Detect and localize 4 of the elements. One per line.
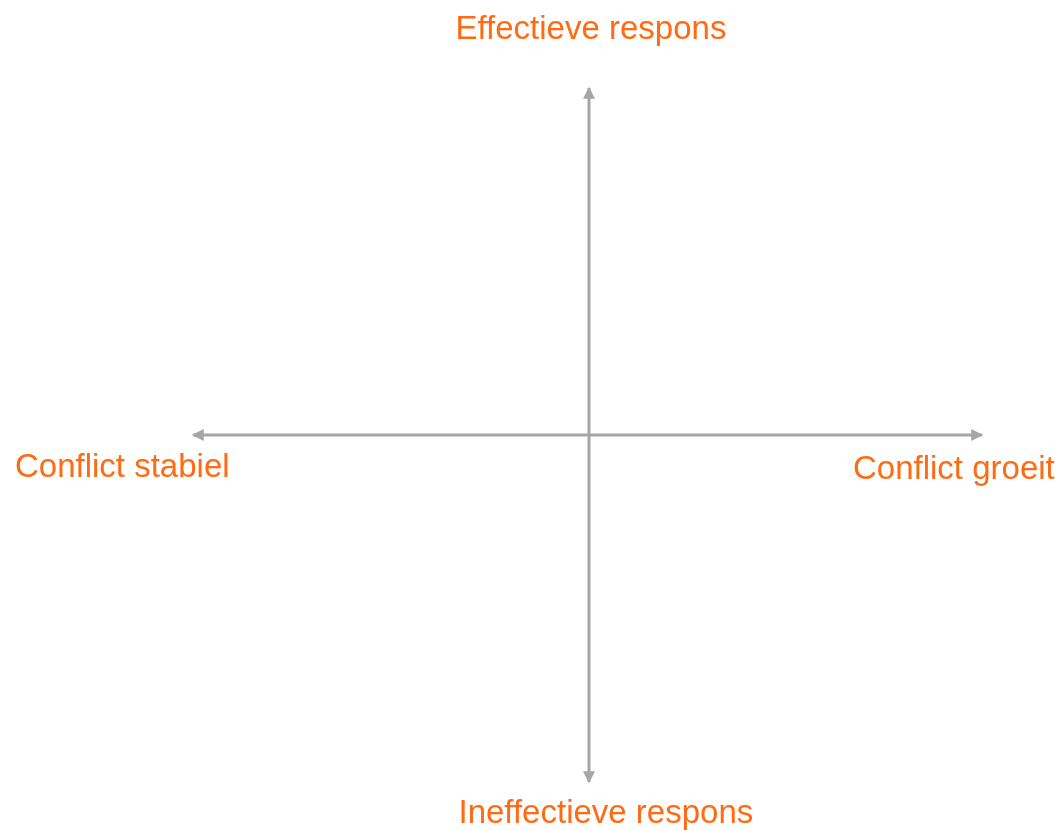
axis-label: Conflict groeit <box>853 448 1055 488</box>
axis-label: Effectieve respons <box>455 8 727 48</box>
axis-label: Ineffectieve respons <box>458 792 754 830</box>
axis-label: Conflict stabiel <box>15 446 230 486</box>
